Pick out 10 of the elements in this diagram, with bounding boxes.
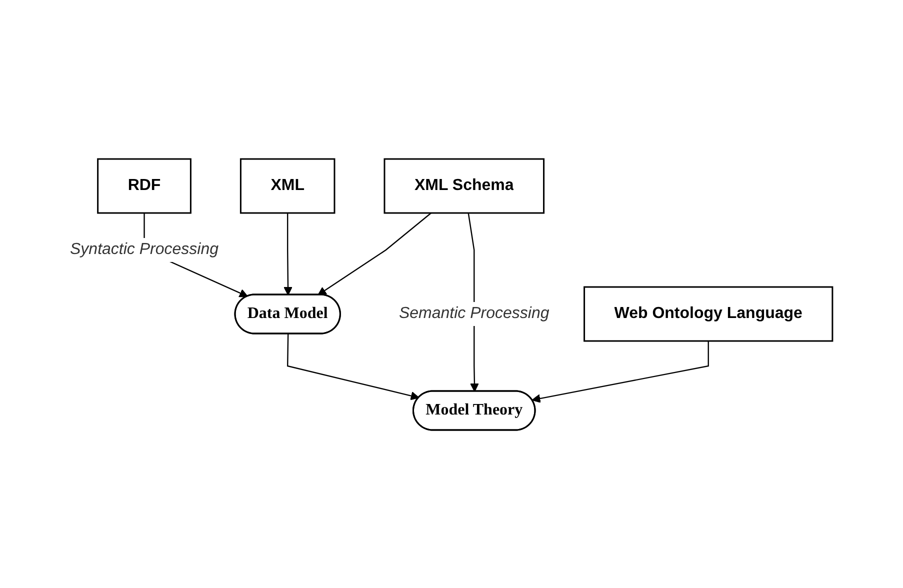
node-box: Web Ontology Language xyxy=(584,286,834,342)
node-box: XML xyxy=(240,158,336,214)
arrow xyxy=(318,212,432,295)
arrow xyxy=(532,340,710,402)
node-box: XML Schema xyxy=(384,158,545,214)
arrow xyxy=(287,334,420,400)
arrow xyxy=(284,212,293,295)
edge-label: Semantic Processing xyxy=(399,304,550,322)
node-box: RDF xyxy=(97,158,192,214)
edge-label: Syntactic Processing xyxy=(70,240,219,258)
